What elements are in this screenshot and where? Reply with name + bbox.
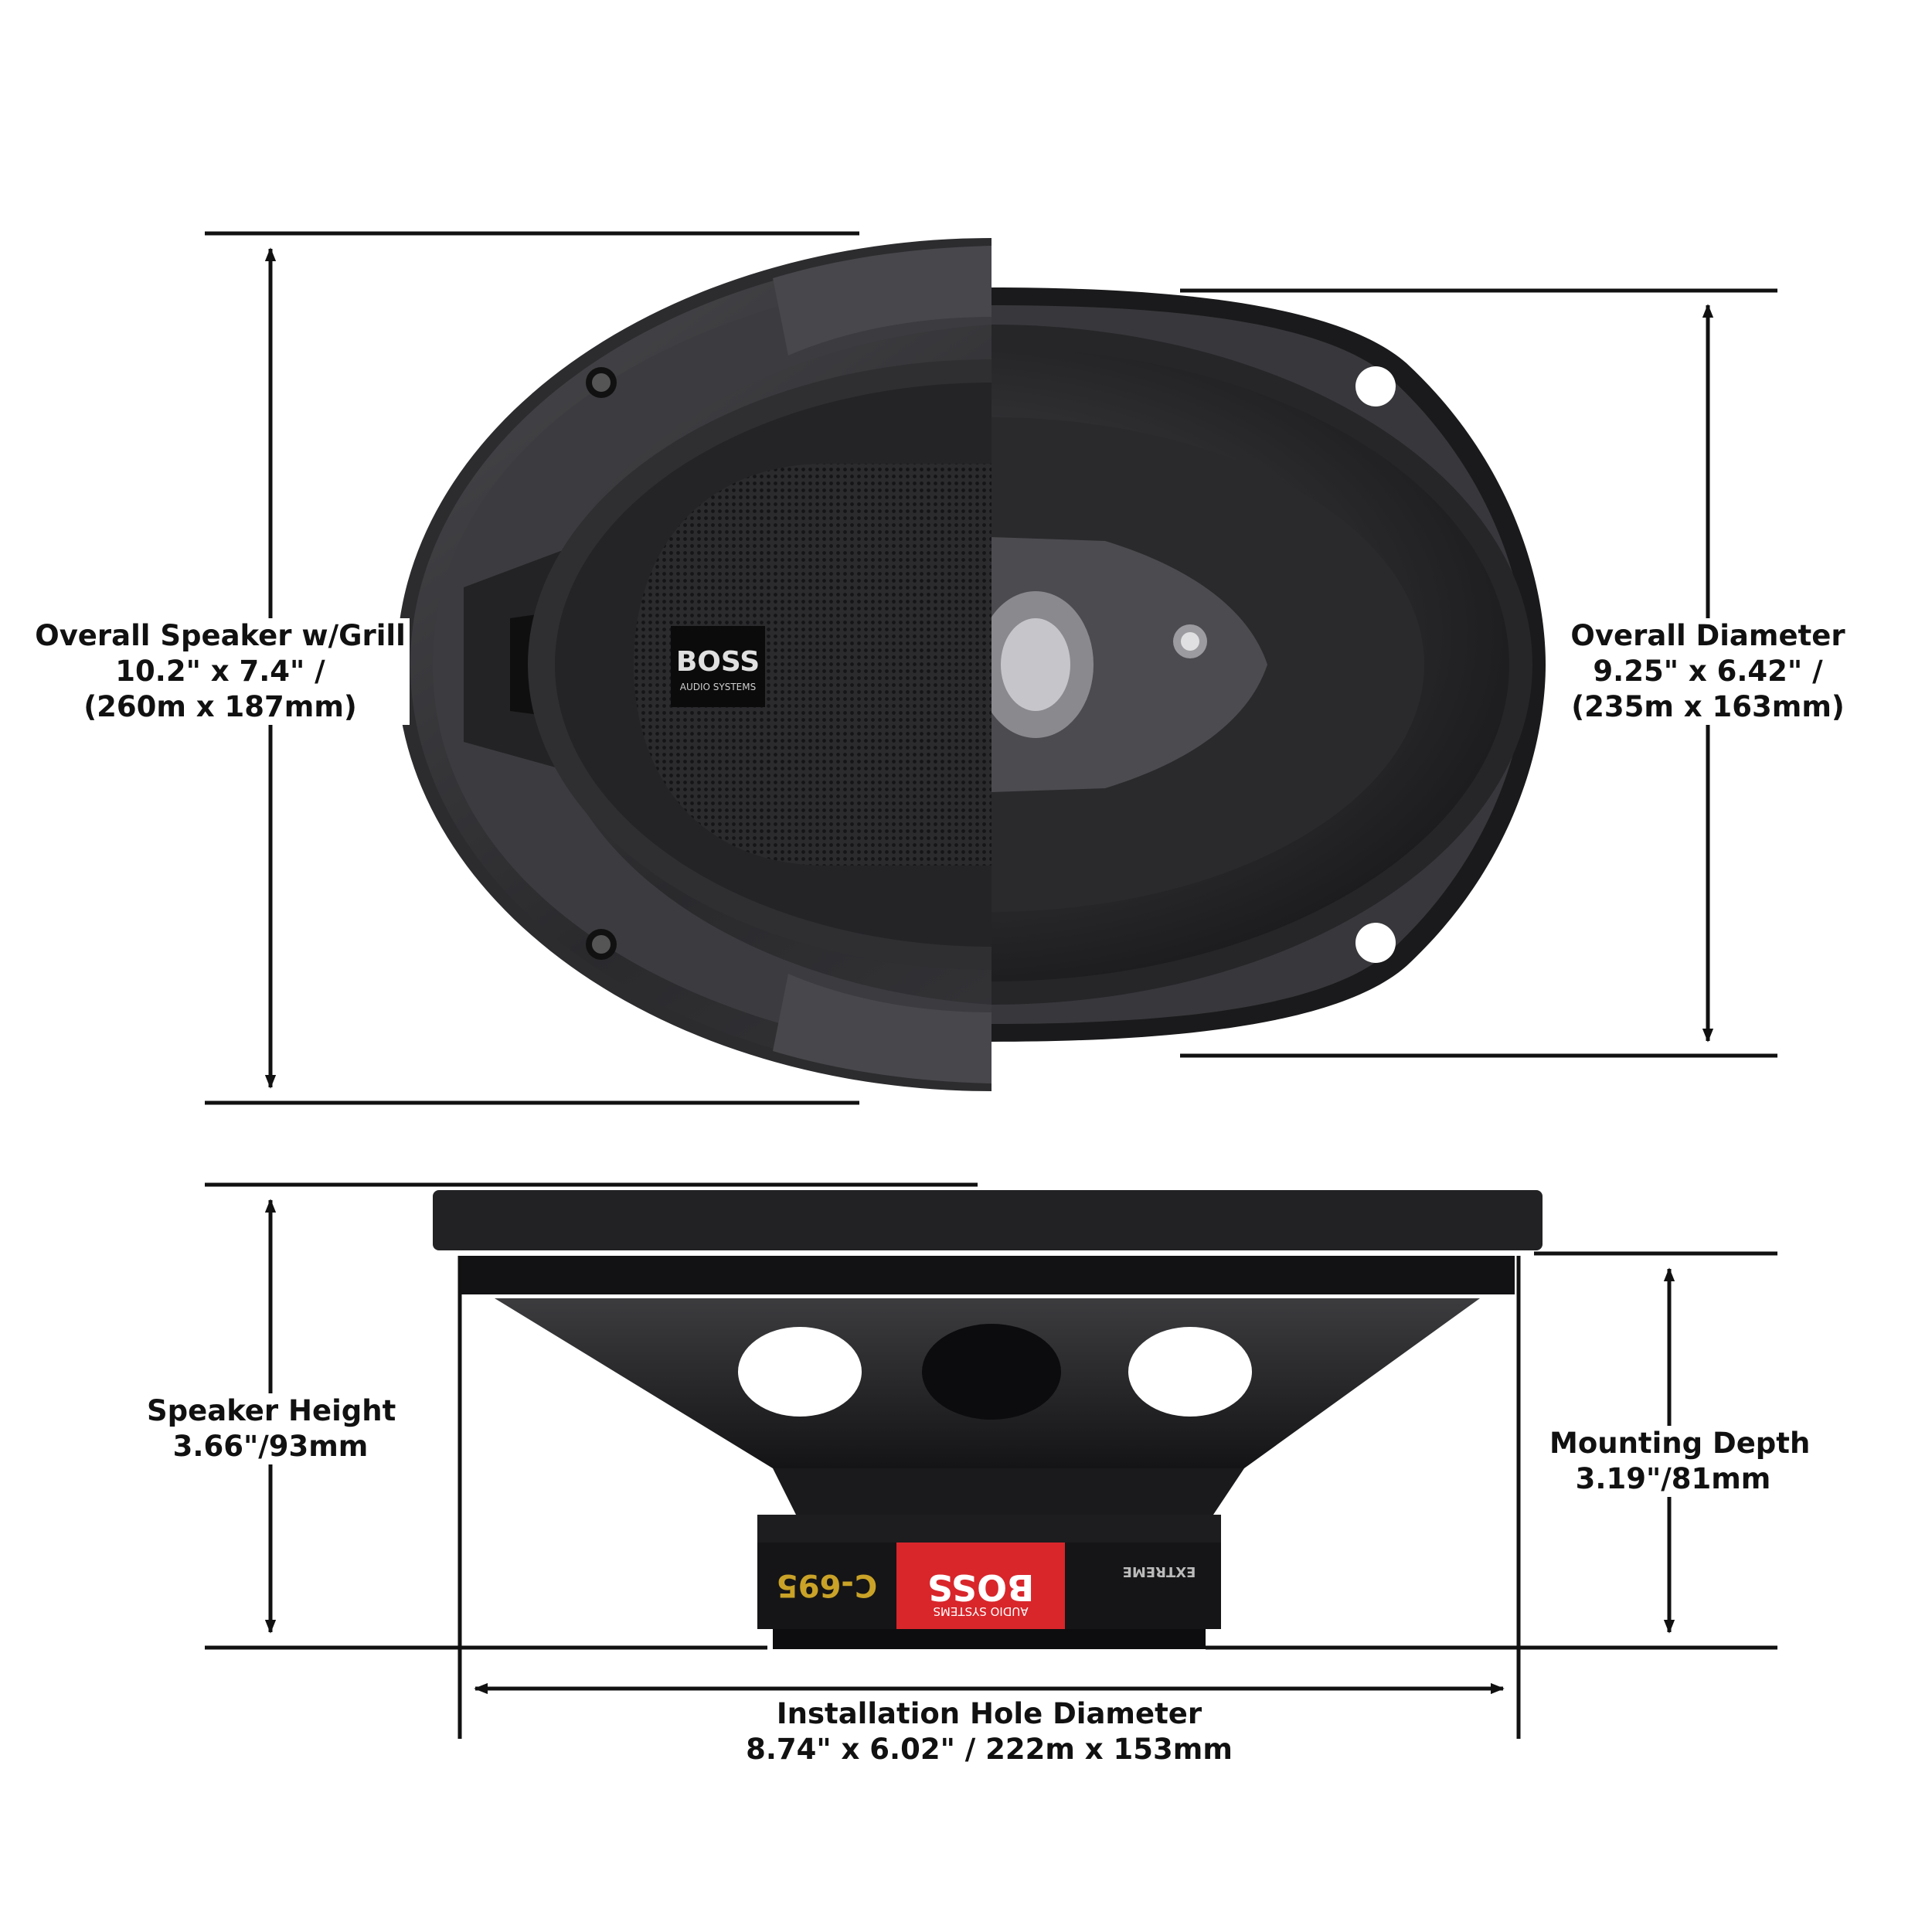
speaker-height-label: Speaker Height 3.66"/93mm — [147, 1393, 396, 1464]
installation-hole-label: Installation Hole Diameter 8.74" x 6.02"… — [719, 1696, 1260, 1767]
speaker-side-profile: BOSS AUDIO SYSTEMS C-695 EXTREME — [433, 1190, 1543, 1649]
brand-sub-grill: AUDIO SYSTEMS — [680, 682, 756, 692]
installation-hole-value: 8.74" x 6.02" / 222m x 153mm — [746, 1733, 1233, 1766]
overall-grill-mm: (260m x 187mm) — [83, 690, 357, 723]
overall-diameter-title: Overall Diameter — [1570, 619, 1845, 652]
mounting-depth-title: Mounting Depth — [1549, 1427, 1811, 1460]
overall-grill-title: Overall Speaker w/Grill — [35, 619, 406, 652]
brand-logo-magnet: BOSS — [927, 1566, 1034, 1608]
mounting-depth-value: 3.19"/81mm — [1575, 1462, 1771, 1495]
mounting-depth-label: Mounting Depth 3.19"/81mm — [1549, 1426, 1811, 1497]
brand-sub-magnet: AUDIO SYSTEMS — [933, 1604, 1028, 1618]
speaker-front-no-grill — [992, 287, 1546, 1042]
overall-diameter-label: Overall Diameter 9.25" x 6.42" / (235m x… — [1569, 618, 1847, 725]
installation-hole-title: Installation Hole Diameter — [776, 1697, 1202, 1730]
speaker-height-title: Speaker Height — [147, 1394, 396, 1427]
magnet-series-label: EXTREME — [1123, 1563, 1196, 1580]
overall-diameter-mm: (235m x 163mm) — [1571, 690, 1845, 723]
overall-grill-label: Overall Speaker w/Grill 10.2" x 7.4" / (… — [31, 618, 410, 725]
speaker-front-with-grill: BOSS AUDIO SYSTEMS — [396, 238, 992, 1091]
magnet-model-label: C-695 — [777, 1567, 877, 1603]
overall-diameter-inches: 9.25" x 6.42" / — [1593, 655, 1823, 688]
overall-grill-inches: 10.2" x 7.4" / — [115, 655, 325, 688]
brand-logo-grill: BOSS — [676, 646, 760, 678]
dimension-lines — [205, 231, 1777, 1739]
speaker-height-value: 3.66"/93mm — [172, 1430, 369, 1463]
